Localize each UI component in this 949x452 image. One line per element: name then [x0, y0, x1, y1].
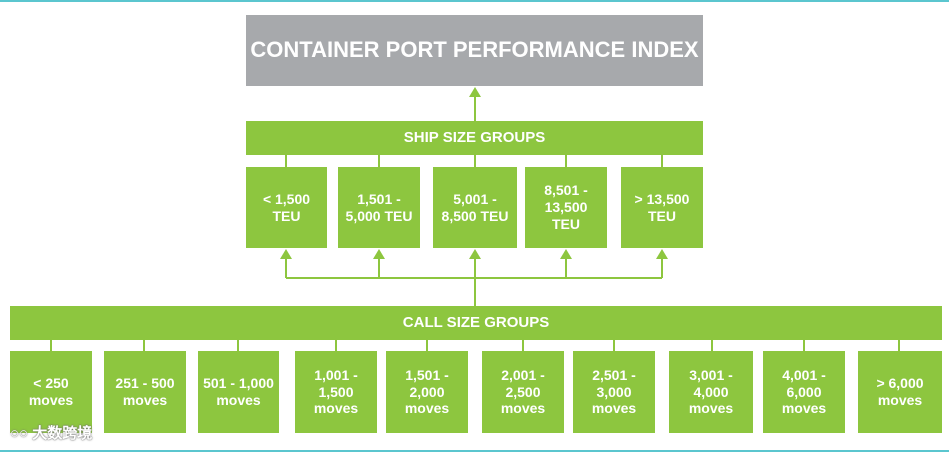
index-title-box: CONTAINER PORT PERFORMANCE INDEX — [246, 15, 703, 86]
watermark: ○○ 大数跨境 — [10, 422, 92, 443]
call-size-label-9: 4,001 - 6,000 moves — [781, 366, 827, 417]
bottom-rule — [0, 450, 949, 452]
call-size-label-4: 1,001 - 1,500 moves — [313, 366, 359, 417]
call-size-box-10: > 6,000 moves — [858, 351, 942, 433]
ship-size-label-3: 5,001 - 8,500 TEU — [441, 190, 509, 224]
call-size-box-3: 501 - 1,000 moves — [198, 351, 279, 433]
arrowhead-title — [469, 87, 481, 97]
ship-size-label-1: < 1,500 TEU — [262, 190, 311, 224]
arrowhead-ship-2 — [373, 249, 385, 259]
call-size-label-3: 501 - 1,000 moves — [203, 375, 274, 408]
arrowhead-ship-5 — [656, 249, 668, 259]
call-size-label-2: 251 - 500 moves — [115, 375, 175, 408]
ship-size-box-3: 5,001 - 8,500 TEU — [433, 167, 517, 248]
ship-size-label-5: > 13,500 TEU — [634, 190, 690, 224]
call-size-box-4: 1,001 - 1,500 moves — [295, 351, 377, 433]
call-size-box-9: 4,001 - 6,000 moves — [763, 351, 845, 433]
call-size-label-1: < 250 moves — [28, 375, 74, 408]
call-size-header-label: CALL SIZE GROUPS — [402, 314, 550, 331]
ship-size-box-5: > 13,500 TEU — [621, 167, 703, 248]
arrowhead-ship-1 — [280, 249, 292, 259]
ship-size-box-1: < 1,500 TEU — [246, 167, 327, 248]
call-size-box-1: < 250 moves — [10, 351, 92, 433]
index-title: CONTAINER PORT PERFORMANCE INDEX — [250, 37, 699, 63]
arrowhead-ship-3 — [469, 249, 481, 259]
ship-size-header: SHIP SIZE GROUPS — [246, 121, 703, 155]
call-size-label-5: 1,501 - 2,000 moves — [404, 366, 450, 417]
call-size-label-10: > 6,000 moves — [876, 375, 924, 408]
call-size-box-6: 2,001 - 2,500 moves — [482, 351, 564, 433]
call-size-label-6: 2,001 - 2,500 moves — [500, 366, 546, 417]
call-size-box-5: 1,501 - 2,000 moves — [386, 351, 468, 433]
call-size-label-7: 2,501 - 3,000 moves — [591, 366, 637, 417]
call-size-header: CALL SIZE GROUPS — [10, 306, 942, 340]
ship-size-header-label: SHIP SIZE GROUPS — [403, 129, 546, 146]
arrowhead-ship-4 — [560, 249, 572, 259]
ship-size-box-4: 8,501 - 13,500 TEU — [525, 167, 607, 248]
ship-size-label-2: 1,501 - 5,000 TEU — [345, 190, 413, 224]
call-size-box-8: 3,001 - 4,000 moves — [669, 351, 753, 433]
watermark-text: 大数跨境 — [32, 425, 93, 442]
call-size-label-8: 3,001 - 4,000 moves — [688, 366, 734, 417]
call-size-box-2: 251 - 500 moves — [104, 351, 186, 433]
watermark-logo-icon: ○○ — [10, 425, 29, 442]
call-size-box-7: 2,501 - 3,000 moves — [573, 351, 655, 433]
ship-size-label-4: 8,501 - 13,500 TEU — [544, 182, 588, 232]
ship-size-box-2: 1,501 - 5,000 TEU — [338, 167, 420, 248]
top-rule — [0, 0, 949, 2]
